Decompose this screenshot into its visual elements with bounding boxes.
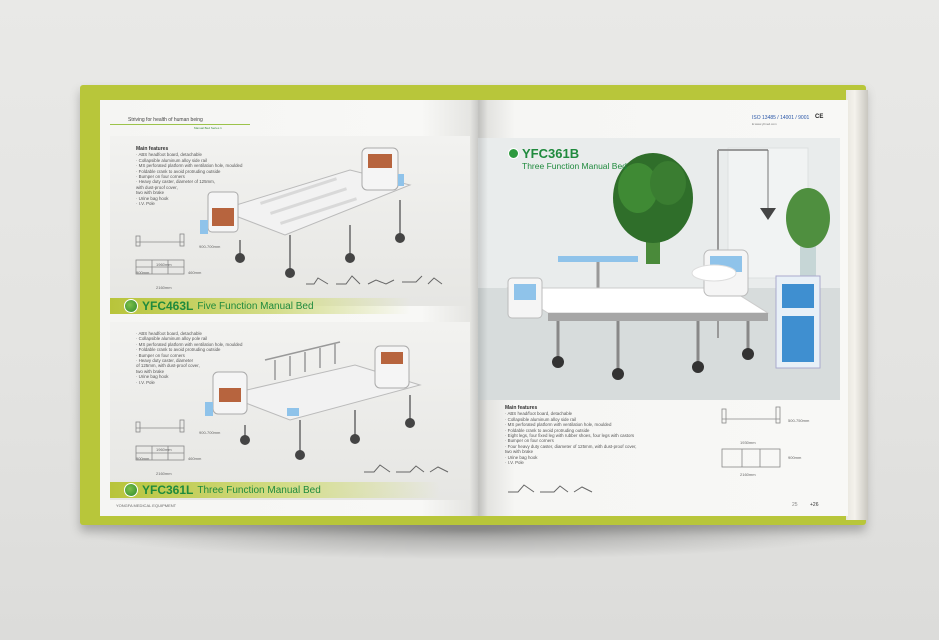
features-title: Main features	[505, 405, 538, 411]
website: E:www.yfmed.com	[752, 122, 777, 126]
feature-item: · Bumper on four corners	[136, 174, 185, 180]
feature-item: · Collapsible aluminum alloy side rail	[136, 157, 208, 163]
product-code: YFC463L	[142, 299, 194, 313]
series-label: Manual Bed Series 1	[194, 126, 222, 130]
dim-label: 900mm	[788, 455, 802, 460]
dim-label: 460mm	[188, 270, 202, 275]
product-code: YFC361L	[142, 483, 194, 497]
product-title-yfc361l: YFC361L Three Function Manual Bed	[110, 482, 440, 498]
feature-item: · Bumper on four corners	[136, 352, 185, 358]
page-edges	[846, 90, 868, 520]
feature-item: · MS perforated platform with ventilatio…	[136, 163, 243, 169]
dim-label: 500-750mm	[788, 418, 810, 423]
leaf-icon	[508, 148, 519, 159]
feature-item: · MS perforated platform with ventilatio…	[505, 422, 612, 428]
features-list-yfc361b: Main features · ABS head/foot board, det…	[505, 405, 637, 466]
feature-item: · Urine bag hook	[136, 195, 169, 201]
leaf-icon	[124, 483, 138, 497]
slogan-underline	[110, 124, 250, 125]
position-icons-yfc463l	[306, 275, 443, 285]
feature-item: · Heavy duty caster, diameter	[136, 358, 194, 364]
feature-item: · Foldable crank to avoid protruding out…	[136, 347, 221, 353]
feature-item: of 125mm, with dust-proof cover,	[136, 363, 200, 369]
feature-item: · ABS head/foot board, detachable	[505, 411, 573, 417]
product-photo-yfc361b	[478, 138, 840, 400]
feature-item: · ABS headfoot board, detachable	[136, 331, 202, 336]
feature-item: · Urine bag hook	[136, 374, 169, 380]
feature-item: · Urine bag hook	[505, 454, 538, 460]
feature-item: two with brake	[136, 190, 165, 196]
feature-item: · Collapsible aluminum alloy side rail	[505, 416, 577, 422]
dim-label: 1960mm	[156, 262, 172, 267]
dim-label: 2160mm	[740, 472, 756, 477]
bed-image-yfc463l	[200, 147, 412, 278]
feature-item: · Eight legs, four fixed leg with rubber…	[505, 433, 635, 439]
dim-label: 900mm	[136, 456, 150, 461]
features-list-yfc361l: · ABS headfoot board, detachable · Colla…	[136, 331, 242, 385]
dim-label: 1960mm	[156, 447, 172, 452]
tech-drawing-yfc361l	[135, 419, 185, 461]
feature-item: · Foldable crank to avoid protruding out…	[136, 168, 221, 174]
feature-item: · MS perforated platform with ventilatio…	[136, 341, 243, 347]
features-list-yfc463l: Main features · ABS headfoot board, deta…	[136, 146, 243, 207]
tech-drawing-yfc361b	[721, 406, 781, 468]
ce-mark: CE	[815, 114, 824, 120]
tech-drawing-yfc463l	[135, 233, 185, 275]
product-code-row: YFC361B	[508, 146, 627, 161]
feature-item: · Four heavy duty caster, diameter of 12…	[505, 443, 637, 449]
feature-item: · Foldable crank to avoid protruding out…	[505, 427, 590, 433]
page-number-right: +26	[810, 502, 819, 508]
dim-label: 2160mm	[156, 471, 172, 476]
product-title-yfc463l: YFC463L Five Function Manual Bed	[110, 298, 410, 314]
product-name: Five Function Manual Bed	[197, 300, 314, 312]
bed-image-yfc361l	[205, 341, 422, 460]
leaf-icon	[124, 299, 138, 313]
feature-item: · Collapsible aluminum alloy pole rail	[136, 336, 208, 342]
dim-label: 1930mm	[740, 440, 756, 445]
dim-label: 460mm	[188, 456, 202, 461]
feature-item: two with brake	[136, 368, 165, 374]
book-gutter	[470, 100, 488, 516]
feature-item: · Bumper on four corners	[505, 438, 554, 444]
product-title-yfc361b: YFC361B Three Function Manual Bed	[508, 146, 627, 171]
feature-item: with dust-proof cover,	[136, 184, 178, 190]
feature-item: two with brake	[505, 449, 534, 455]
footer-company: YONGFA MEDICAL EQUIPMENT	[116, 503, 177, 508]
iso-cert: ISO 13485 / 14001 / 9001	[752, 115, 810, 121]
dim-label: 900-700mm	[199, 244, 221, 249]
features-title: Main features	[136, 146, 169, 152]
position-icons-yfc361b	[508, 484, 593, 493]
dim-label: 2160mm	[156, 285, 172, 290]
page-number-left: 25	[792, 502, 798, 508]
room-scene	[478, 138, 840, 400]
feature-item: · Heavy duty caster, diameter of 125mm,	[136, 179, 216, 185]
position-icons-yfc361l	[364, 464, 449, 473]
feature-item: · I.V. Pole	[136, 201, 155, 207]
feature-item: · ABS headfoot board, detachable	[136, 152, 202, 158]
product-name: Three Function Manual Bed	[197, 484, 321, 496]
dim-label: 900-700mm	[199, 430, 221, 435]
dim-label: 900mm	[136, 270, 150, 275]
product-code: YFC361B	[522, 146, 580, 161]
product-name: Three Function Manual Bed	[522, 161, 627, 171]
feature-item: · I.V. Pole	[505, 460, 524, 466]
feature-item: · I.V. Pole	[136, 379, 155, 385]
slogan: Striving for health of human being	[128, 117, 203, 123]
